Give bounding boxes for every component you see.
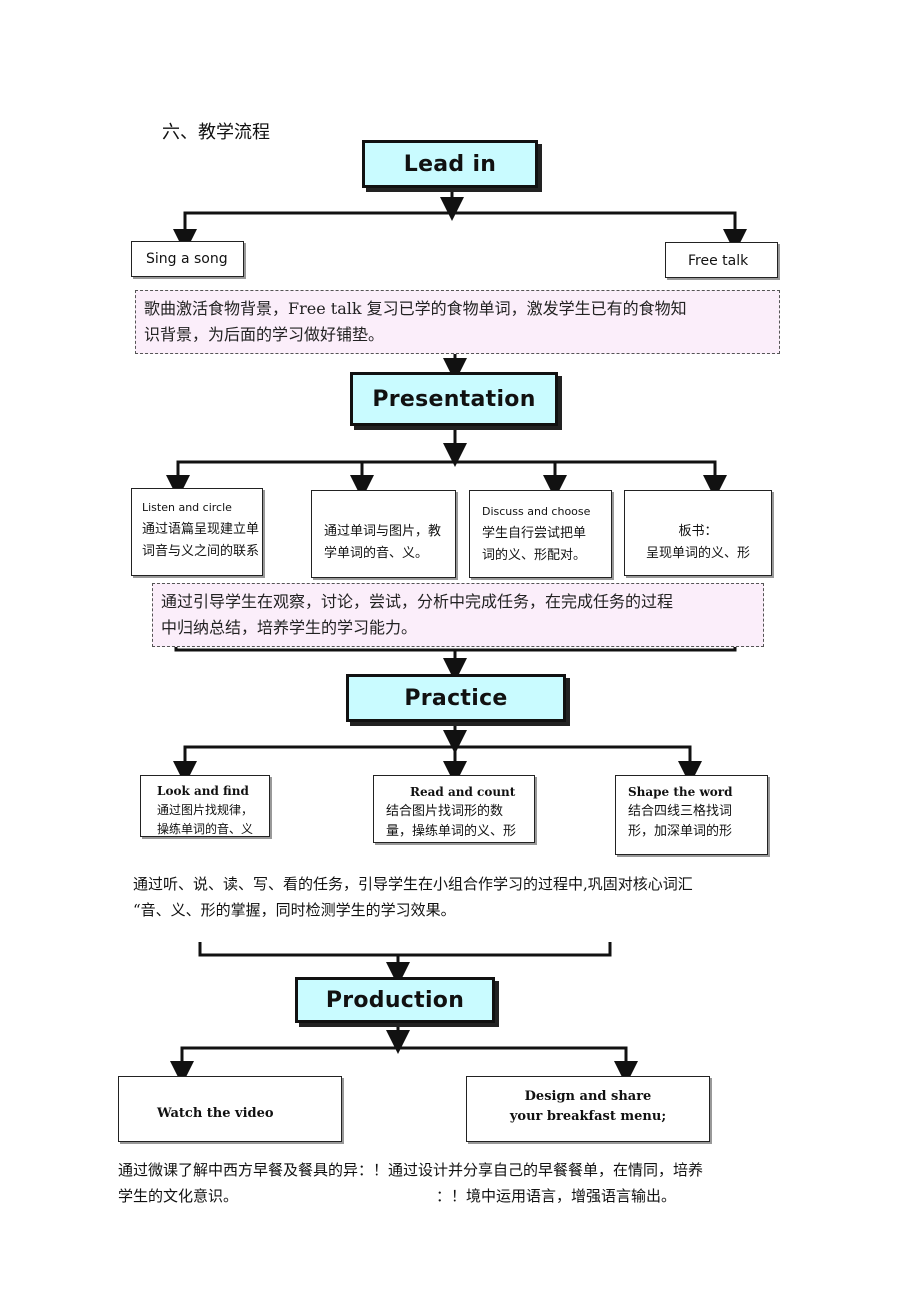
box-title: Shape the word [628, 785, 733, 799]
stage-practice: Practice [346, 674, 566, 722]
box-line: your breakfast menu; [509, 1109, 667, 1124]
box-line: 通过语篇呈现建立单 [142, 522, 260, 537]
summary-line: ：！境中运用语言，增强语言输出。 [436, 1187, 677, 1205]
presentation-note: 通过引导学生在观察，讨论，尝试，分析中完成任务，在完成任务的过程 中归纳总结，培… [152, 583, 764, 647]
connector [183, 211, 737, 243]
activity-sing-a-song: Sing a song [131, 241, 244, 277]
box-line: 学单词的音、义。 [324, 546, 429, 561]
presentation-box-discuss-and-choose: Discuss and choose 学生自行尝试把单 词的义、形配对。 [469, 490, 612, 578]
summary-line: “音、义、形的掌握，同时检测学生的学习效果。 [133, 901, 456, 919]
box-line: Design and share [524, 1089, 652, 1104]
practice-box-read-and-count: Read and count 结合图片找词形的数 量，操练单词的义、形 [373, 775, 535, 843]
stage-presentation: Presentation [350, 372, 558, 426]
box-line: 操练单词的音、义 [157, 822, 254, 836]
box-title: Watch the video [157, 1106, 274, 1121]
box-title: Listen and circle [142, 501, 232, 514]
box-title: Read and count [410, 785, 516, 799]
box-line: 量，操练单词的义、形 [386, 824, 517, 839]
activity-free-talk: Free talk [665, 242, 778, 278]
note-line: 通过引导学生在观察，讨论，尝试，分析中完成任务，在完成任务的过程 [161, 592, 674, 611]
summary-line: 通过微课了解中西方早餐及餐具的异：！通过设计并分享自己的早餐餐单，在情同，培养 [118, 1161, 704, 1179]
lead-in-note: 歌曲激活食物背景，Free talk 复习已学的食物单词，激发学生已有的食物知 … [135, 290, 780, 354]
note-line: 歌曲激活食物背景，Free talk 复习已学的食物单词，激发学生已有的食物知 [144, 299, 687, 318]
production-summary: 通过微课了解中西方早餐及餐具的异：！通过设计并分享自己的早餐餐单，在情同，培养 … [118, 1157, 818, 1209]
box-line: 词的义、形配对。 [482, 548, 587, 563]
box-line: 通过单词与图片，教 [324, 524, 442, 539]
stage-lead-in: Lead in [362, 140, 538, 188]
box-line: 结合图片找词形的数 [386, 804, 504, 819]
box-line: 形，加深单词的形 [628, 824, 733, 839]
box-line: 词音与义之间的联系 [142, 544, 260, 559]
stage-production: Production [295, 977, 495, 1023]
presentation-box-blackboard: 板书： 呈现单词的义、形 [624, 490, 772, 576]
presentation-box-words-and-pictures: 通过单词与图片，教 学单词的音、义。 [311, 490, 456, 578]
box-line: 通过图片找规律， [157, 803, 254, 817]
presentation-box-listen-and-circle: Listen and circle 通过语篇呈现建立单 词音与义之间的联系 [131, 488, 263, 576]
box-line: 学生自行尝试把单 [482, 526, 587, 541]
note-line: 识背景，为后面的学习做好铺垫。 [144, 325, 385, 344]
box-title: Look and find [157, 784, 249, 798]
production-box-watch-the-video: Watch the video [118, 1076, 342, 1142]
box-line: 呈现单词的义、形 [645, 546, 750, 561]
practice-box-look-and-find: Look and find 通过图片找规律， 操练单词的音、义 [140, 775, 270, 837]
section-heading: 六、教学流程 [162, 122, 270, 143]
box-line: 结合四线三格找词 [628, 804, 733, 819]
production-box-design-and-share: Design and share your breakfast menu; [466, 1076, 710, 1142]
practice-summary: 通过听、说、读、写、看的任务，引导学生在小组合作学习的过程中,巩固对核心词汇 “… [133, 871, 793, 923]
box-title: Discuss and choose [482, 505, 591, 518]
summary-line: 通过听、说、读、写、看的任务，引导学生在小组合作学习的过程中,巩固对核心词汇 [133, 875, 693, 893]
box-line: 板书： [678, 524, 718, 539]
summary-line: 学生的文化意识。 [118, 1187, 239, 1205]
note-line: 中归纳总结，培养学生的学习能力。 [161, 618, 418, 637]
practice-box-shape-the-word: Shape the word 结合四线三格找词 形，加深单词的形 [615, 775, 768, 855]
